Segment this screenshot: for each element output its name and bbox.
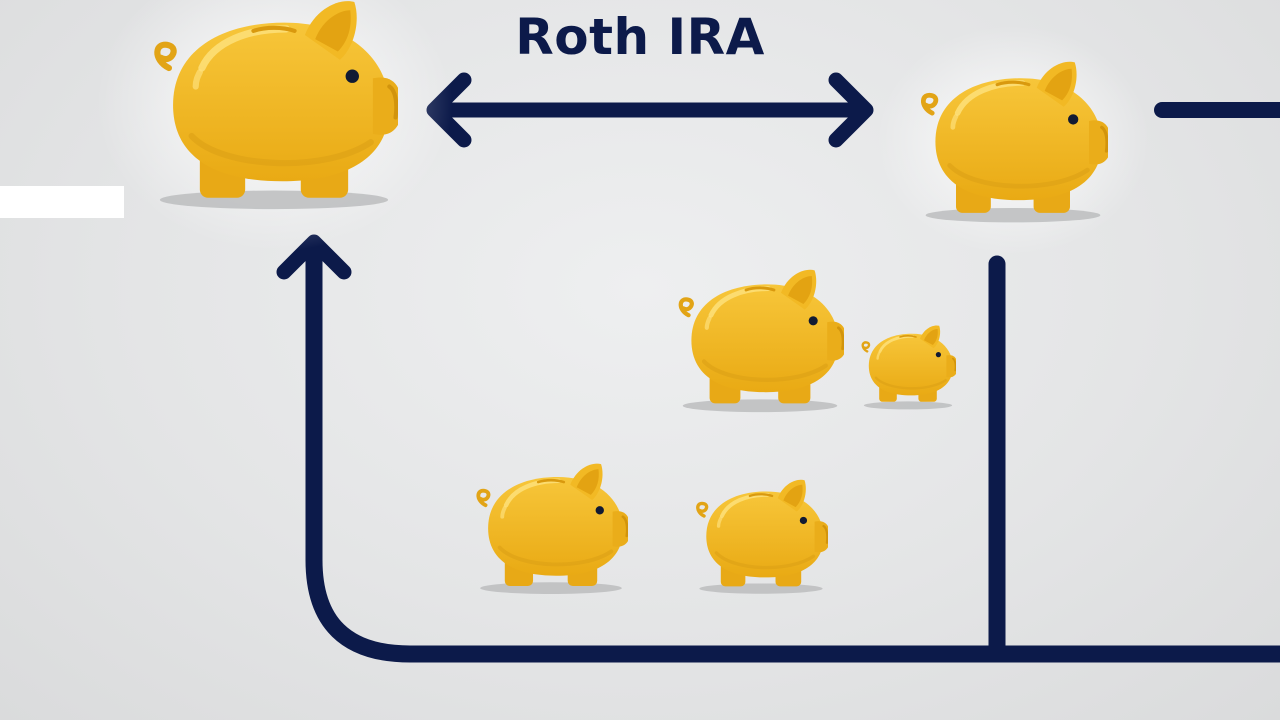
piggy-bank-icon (478, 464, 630, 586)
pig-shadow (863, 401, 953, 410)
pig-shadow (480, 582, 622, 594)
arrowhead-right-icon (828, 72, 874, 148)
piggy-bank-middle (681, 270, 847, 413)
piggy-bank-small-middle (861, 323, 956, 410)
return-loop-line (305, 235, 1280, 663)
piggy-bank-bottom-right (695, 478, 828, 594)
piggy-bank-icon (681, 270, 847, 404)
piggy-bank-icon (695, 478, 828, 589)
pig-shadow (682, 399, 838, 413)
piggy-bank-large-top-left (95, 0, 453, 252)
pig-shadow (159, 190, 389, 210)
white-bar (0, 186, 124, 218)
pig-shadow (925, 208, 1101, 223)
page-title: Roth IRA (515, 8, 765, 66)
piggy-bank-bottom-left (478, 464, 630, 594)
pig-shadow (699, 583, 823, 594)
piggy-bank-top-right (876, 24, 1150, 256)
piggy-bank-icon (861, 323, 956, 404)
